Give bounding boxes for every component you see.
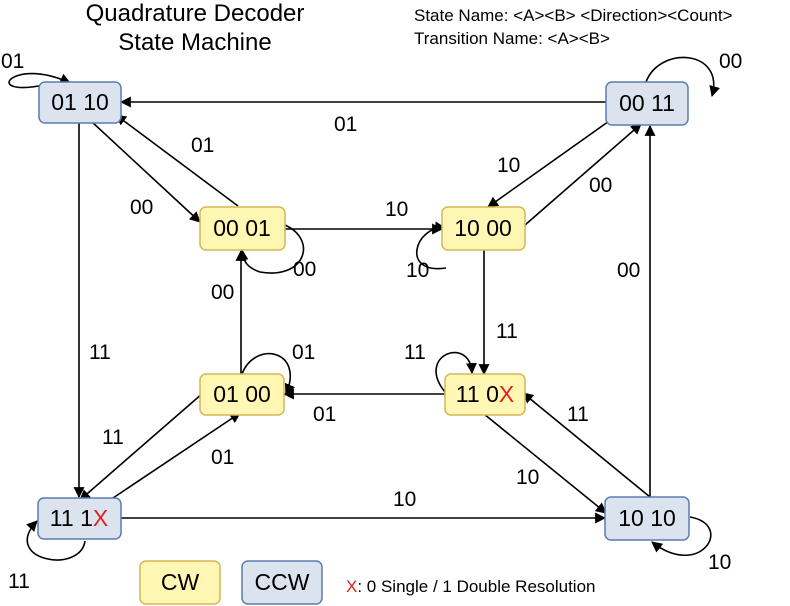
label-edge-1000-0011: 00 [589, 174, 612, 197]
label-edge-1010-0011: 00 [617, 259, 640, 282]
legend-x-mark: X [346, 577, 357, 596]
legend: CW CCW X: 0 Single / 1 Double Resolution [139, 560, 596, 605]
state-1000-label: 10 00 [454, 215, 512, 241]
state-nodes: 01 10 00 11 00 01 10 00 01 00 11 0X 11 1… [37, 81, 690, 541]
legend-cw: CW [139, 560, 221, 605]
diagram-title-line1: Quadrature Decoder [86, 0, 305, 27]
legend-x-note: X: 0 Single / 1 Double Resolution [346, 577, 596, 596]
edge-0110-0001 [91, 121, 201, 223]
state-110x[interactable]: 11 0X [444, 373, 526, 416]
label-loop-1010: 10 [708, 551, 731, 574]
label-edge-0110-0001: 00 [130, 196, 153, 219]
state-110x-label-text: 11 0X [456, 381, 514, 407]
edge-0100-111x [79, 392, 204, 501]
loop-edge-0011 [645, 56, 720, 98]
label-edge-1010-110x: 11 [567, 403, 589, 426]
loop-edge-110x [435, 351, 477, 393]
label-loop-0100: 01 [292, 341, 315, 364]
state-1010-label: 10 10 [618, 505, 676, 531]
edge-110x-1010 [483, 413, 607, 514]
state-name-format: State Name: <A><B> <Direction><Count> [414, 6, 733, 25]
label-edge-1000-110x: 11 [496, 320, 518, 343]
loop-edge-0110 [8, 72, 71, 89]
legend-ccw: CCW [241, 560, 323, 605]
label-loop-111x: 11 [8, 570, 30, 593]
loop-edge-0001 [237, 224, 305, 274]
label-edge-0100-0001: 00 [211, 281, 234, 304]
label-edge-0011-1000: 10 [497, 154, 520, 177]
edge-111x-0100 [109, 412, 241, 501]
transition-name-format: Transition Name: <A><B> [414, 29, 610, 48]
state-111x-label: 11 1 [50, 505, 93, 531]
label-edge-110x-1010: 10 [516, 466, 539, 489]
state-111x[interactable]: 11 1X [37, 497, 122, 540]
state-0001[interactable]: 00 01 [199, 206, 286, 251]
edge-1000-0011 [524, 123, 642, 226]
state-0100-label: 01 00 [213, 381, 271, 407]
loop-edge-111x [26, 520, 86, 561]
label-loop-0001: 00 [293, 258, 316, 281]
state-1010[interactable]: 10 10 [604, 496, 690, 541]
label-loop-0011: 00 [719, 50, 742, 73]
label-edge-0001-1000: 10 [385, 198, 408, 221]
label-loop-110x: 11 [404, 341, 426, 364]
loop-edge-1010 [651, 516, 712, 556]
state-111x-suffix: X [93, 505, 108, 531]
state-0011-label: 00 11 [619, 90, 675, 116]
label-edge-111x-0100: 01 [211, 446, 234, 469]
label-edge-0001-0110: 01 [191, 134, 214, 157]
transition-labels: 01 00 01 01 00 10 00 10 00 10 00 00 11 1… [1, 50, 742, 593]
edge-1010-110x [522, 392, 651, 498]
label-loop-1000: 10 [406, 259, 429, 282]
legend-cw-label: CW [161, 569, 200, 595]
state-0001-label: 00 01 [213, 215, 271, 241]
state-0110[interactable]: 01 10 [38, 81, 122, 124]
state-110x-label: 11 0 [456, 381, 499, 407]
state-1000[interactable]: 10 00 [441, 206, 526, 251]
state-0011[interactable]: 00 11 [605, 81, 689, 126]
state-0100[interactable]: 01 00 [199, 373, 285, 416]
label-edge-111x-1010: 10 [393, 488, 416, 511]
label-edge-0011-0110: 01 [334, 113, 357, 136]
transition-edges [8, 56, 720, 561]
state-0110-label: 01 10 [51, 89, 109, 115]
state-111x-label-text: 11 1X [50, 505, 108, 531]
legend-ccw-label: CCW [255, 569, 310, 595]
state-110x-suffix: X [499, 381, 514, 407]
label-loop-0110: 01 [1, 50, 24, 73]
label-edge-110x-0100: 01 [313, 403, 336, 426]
legend-x-text: : 0 Single / 1 Double Resolution [357, 577, 595, 596]
diagram-title-line2: State Machine [118, 29, 271, 56]
label-edge-0100-111x: 11 [102, 426, 124, 449]
edge-0011-1000 [487, 118, 613, 208]
edge-0001-0110 [115, 114, 239, 207]
loop-edge-0100 [241, 352, 295, 396]
label-edge-0110-111x: 11 [89, 341, 111, 364]
